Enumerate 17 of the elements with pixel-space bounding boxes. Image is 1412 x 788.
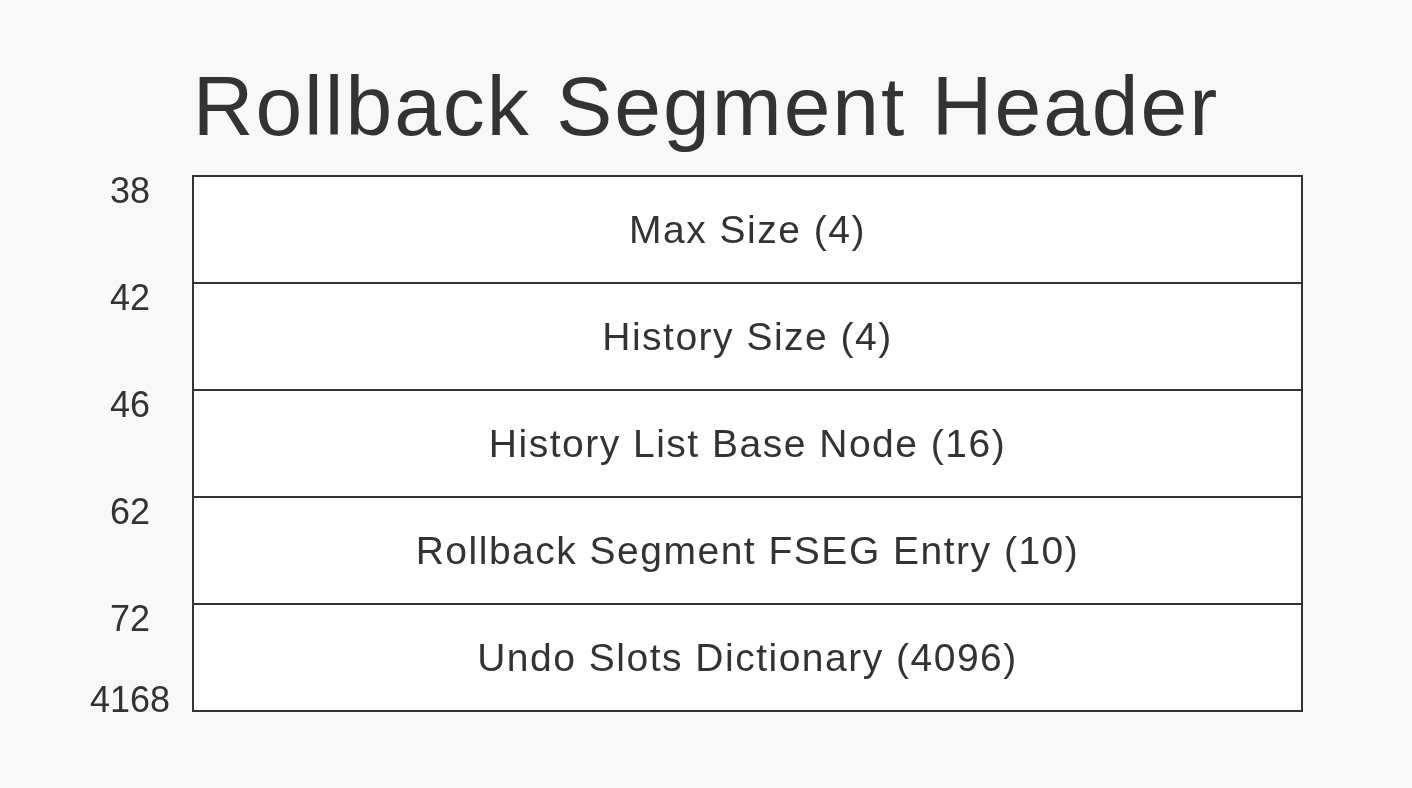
offset-label: 46	[109, 385, 150, 425]
offset-label: 42	[109, 278, 150, 318]
offset-label: 62	[109, 492, 150, 532]
field-name: History Size (4)	[602, 314, 893, 359]
field-name: Undo Slots Dictionary (4096)	[477, 635, 1018, 680]
offset-label: 4168	[89, 680, 171, 720]
field-name: History List Base Node (16)	[488, 421, 1007, 466]
field-name: Rollback Segment FSEG Entry (10)	[415, 528, 1080, 573]
field-row	[192, 496, 1303, 605]
field-row	[192, 175, 1303, 284]
field-row	[192, 389, 1303, 498]
field-row	[192, 603, 1303, 712]
field-name: Max Size (4)	[629, 207, 866, 252]
offset-label: 72	[109, 599, 150, 639]
field-row	[192, 282, 1303, 391]
offset-label: 38	[109, 171, 150, 211]
diagram-title: Rollback Segment Header	[192, 58, 1220, 154]
